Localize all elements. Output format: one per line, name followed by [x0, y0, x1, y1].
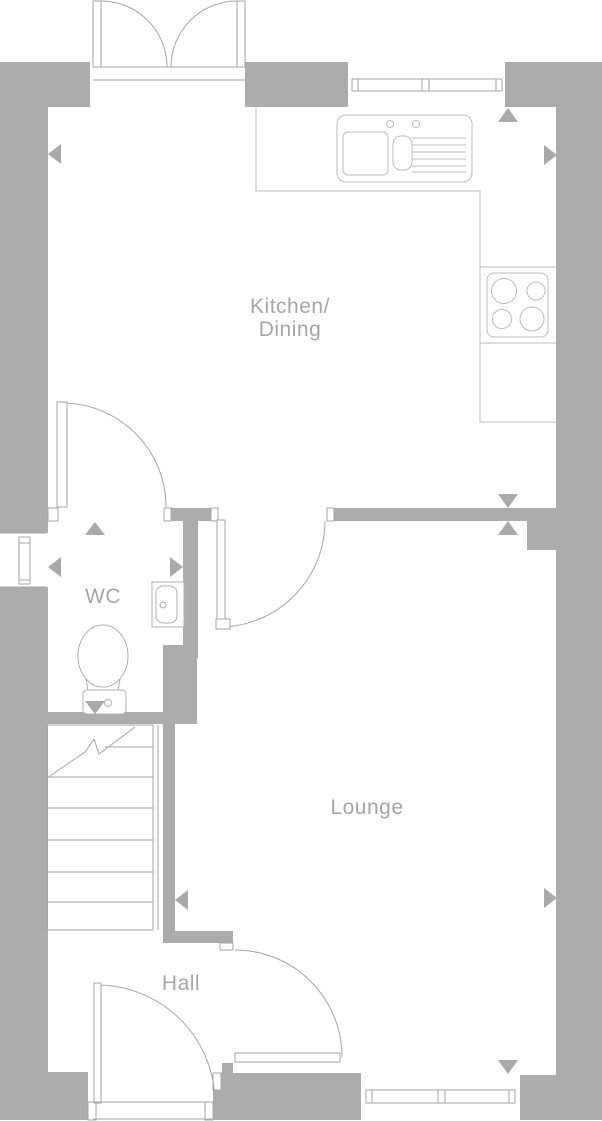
window-mullion	[421, 78, 430, 92]
arrow-up-icon	[498, 108, 518, 122]
wc-door-frame-right	[163, 507, 172, 522]
front-door-frame-left	[87, 1101, 97, 1121]
arrow-left-icon	[48, 144, 61, 164]
hob-burner	[492, 309, 512, 329]
exterior-walls	[0, 62, 602, 1120]
front-door-frame-right	[204, 1101, 214, 1121]
dimension-arrows	[48, 108, 557, 1074]
kitchen-counter	[255, 107, 556, 423]
toilet-bowl	[77, 624, 129, 688]
stair-outline	[46, 724, 154, 931]
hob-outline	[486, 272, 549, 338]
arrow-left-icon	[48, 557, 61, 577]
front-door	[93, 982, 216, 1120]
kitchen-door-frame-left	[210, 507, 219, 522]
lounge-door-swing	[234, 949, 343, 1058]
arrow-down-icon	[85, 701, 105, 714]
wc-label: WC	[85, 585, 121, 608]
basin-bowl	[155, 585, 178, 624]
wall-right	[556, 62, 602, 1120]
wall-bottom-left-block	[0, 1072, 88, 1120]
wc-door-frame-left	[47, 507, 59, 522]
window-glazing	[365, 1089, 516, 1104]
wall-pier-lounge-corner	[527, 521, 556, 550]
wc-door-leaf	[56, 401, 68, 508]
french-door-swing-left	[100, 0, 168, 68]
wall-wc-corner-block	[163, 645, 197, 724]
window-mullion	[437, 1089, 446, 1104]
wall-bottom-right	[520, 1075, 556, 1120]
staircase	[46, 724, 159, 931]
front-door-leaf	[93, 982, 102, 1104]
french-door-leaf-right	[236, 0, 246, 68]
sink-drainer	[412, 137, 466, 173]
kitchen-door-swing	[220, 520, 326, 628]
kitchen-sink	[336, 114, 473, 183]
sink-tap	[386, 120, 394, 128]
left-window	[0, 532, 47, 588]
arrow-right-icon	[170, 557, 183, 577]
kitchen-door-leaf	[216, 519, 226, 621]
lounge-label: Lounge	[330, 796, 403, 819]
wall-wc-lounge	[183, 521, 198, 658]
basin-tap	[159, 601, 167, 609]
kitchen-door-frame-right	[326, 507, 335, 522]
window-glazing	[18, 536, 31, 585]
wc-door	[56, 401, 167, 508]
lounge-door-frame-top	[219, 942, 234, 951]
sink-bowl-left	[342, 131, 389, 176]
hob-burner	[519, 306, 545, 332]
toilet-joint	[85, 678, 89, 692]
wall-lounge-door-block	[222, 1063, 233, 1074]
hob-burner	[526, 281, 546, 301]
arrow-right-icon	[544, 888, 557, 908]
wall-kitchen-lounge	[334, 508, 556, 521]
front-door-swing	[96, 984, 216, 1104]
wall-below-wc	[40, 712, 197, 724]
arrow-down-icon	[498, 1060, 518, 1074]
bottom-window	[365, 1089, 516, 1104]
kitchen-dining-label-line1: Kitchen/	[250, 295, 330, 318]
arrow-down-icon	[498, 494, 518, 508]
wall-hall-lounge	[163, 931, 233, 943]
kitchen-hob	[486, 272, 549, 338]
hob-burner	[491, 278, 517, 304]
wall-bottom-middle	[213, 1073, 361, 1120]
french-door-leaf-left	[92, 0, 102, 68]
wc-toilet	[77, 624, 129, 715]
kitchen-door	[215, 519, 326, 630]
sink-outline	[336, 114, 473, 183]
counter-outline	[255, 107, 556, 423]
kitchen-dining-label-line2: Dining	[259, 318, 322, 341]
sink-bowl-small	[392, 135, 413, 171]
arrow-up-icon	[85, 522, 105, 535]
wc-basin	[151, 581, 185, 628]
top-window	[351, 78, 503, 92]
french-door-swing-right	[170, 0, 238, 68]
wall-top-middle	[245, 62, 348, 107]
sink-tap	[412, 120, 420, 128]
arrow-up-icon	[498, 521, 518, 535]
interior-walls	[40, 508, 556, 1074]
lounge-door-leaf	[234, 1052, 341, 1063]
wall-stairs-lounge	[163, 724, 175, 943]
wall-left-upper	[0, 62, 48, 533]
stair-break-line	[46, 726, 136, 779]
french-doors	[92, 0, 246, 81]
wc-door-swing	[61, 402, 167, 508]
room-labels: Kitchen/ Dining WC Lounge Hall	[85, 295, 403, 995]
wall-kitchen-hall-a	[171, 508, 212, 521]
arrow-left-icon	[175, 890, 188, 910]
window-glazing	[351, 78, 503, 92]
arrow-right-icon	[544, 145, 557, 165]
hall-label: Hall	[162, 972, 200, 995]
toilet-joint	[117, 678, 121, 692]
toilet-flush-button	[104, 699, 112, 707]
kitchen-door-leaf-end	[215, 618, 231, 630]
wall-left-lower	[0, 587, 48, 1120]
lounge-door	[234, 949, 343, 1063]
